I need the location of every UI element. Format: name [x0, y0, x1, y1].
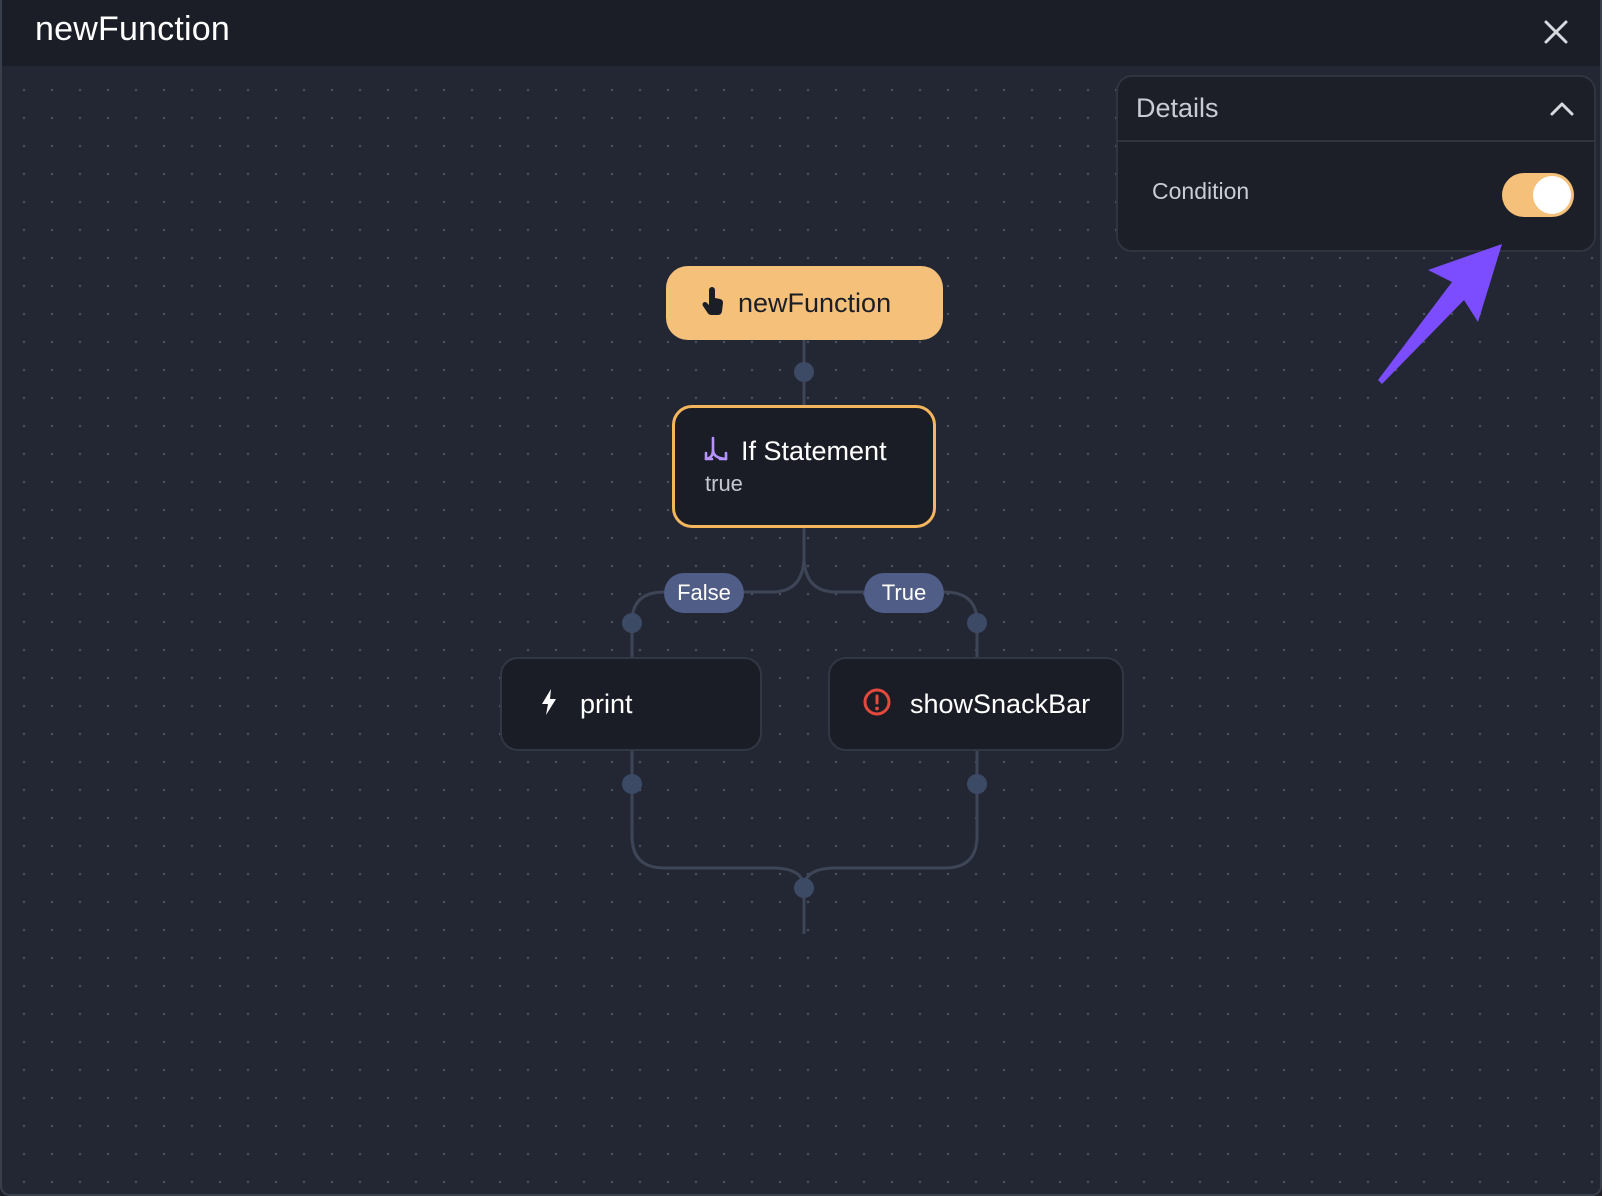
window-title: newFunction	[35, 10, 230, 48]
close-button[interactable]	[1536, 12, 1576, 52]
toggle-knob	[1533, 176, 1571, 214]
condition-label: Condition	[1152, 178, 1250, 204]
false-branch-label: False	[664, 573, 744, 613]
if-statement-node[interactable]: If Statement true	[672, 405, 936, 528]
flow-canvas[interactable]	[2, 66, 1600, 1194]
connection-lines	[622, 340, 987, 934]
details-panel-title: Details	[1136, 93, 1219, 123]
true-branch-label: True	[864, 573, 944, 613]
connector-dot	[967, 613, 987, 633]
print-action-node[interactable]: print	[500, 657, 762, 751]
alert-circle-icon	[862, 687, 892, 722]
condition-toggle[interactable]	[1502, 173, 1574, 217]
title-bar: newFunction	[2, 0, 1600, 66]
trigger-label: newFunction	[738, 287, 892, 318]
show-snackbar-action-label: showSnackBar	[910, 688, 1091, 719]
branch-icon	[703, 436, 729, 467]
connector-dot	[794, 362, 814, 382]
connector-dot	[622, 774, 642, 794]
close-icon	[1544, 20, 1568, 44]
connector-dot	[967, 774, 987, 794]
details-panel: Details Condition	[1116, 75, 1596, 252]
lightning-icon	[540, 688, 558, 721]
pointer-hand-icon	[700, 286, 726, 321]
if-condition-value: true	[705, 471, 743, 496]
if-statement-label: If Statement	[741, 436, 887, 466]
print-action-label: print	[580, 688, 633, 719]
details-panel-header[interactable]: Details	[1118, 77, 1594, 142]
show-snackbar-action-node[interactable]: showSnackBar	[828, 657, 1124, 751]
trigger-node[interactable]: newFunction	[666, 266, 943, 340]
chevron-up-icon[interactable]	[1548, 95, 1576, 128]
connector-dot	[794, 878, 814, 898]
connector-dot	[622, 613, 642, 633]
